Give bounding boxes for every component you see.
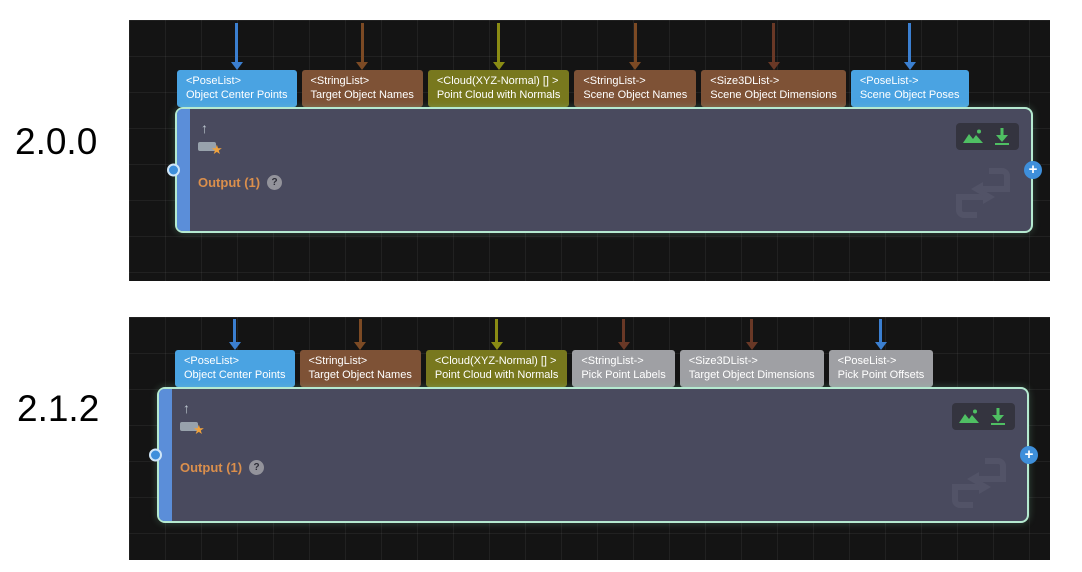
port-name: Object Center Points (186, 89, 288, 101)
input-port-tabs: <PoseList> Object Center Points <StringL… (175, 319, 934, 387)
port-tab[interactable]: <PoseList> Object Center Points (177, 23, 297, 107)
arrowhead-icon (354, 342, 367, 350)
connection-arrow (767, 23, 780, 70)
arrowhead-icon (745, 342, 758, 350)
add-port-connector[interactable]: + (1020, 446, 1038, 464)
input-port-tabs: <PoseList> Object Center Points <StringL… (177, 23, 969, 107)
port-tab[interactable]: <Size3DList-> Target Object Dimensions (679, 319, 824, 387)
port-tab[interactable]: <PoseList> Object Center Points (175, 319, 295, 387)
port-type: <Cloud(XYZ-Normal) [] > (436, 75, 559, 87)
port-name: Point Cloud with Normals (436, 89, 561, 101)
arrowhead-icon (617, 342, 630, 350)
arrowhead-icon (230, 62, 243, 70)
port-type: <PoseList-> (837, 355, 897, 367)
tray-icon (198, 142, 216, 151)
up-arrow-icon: ↑ (183, 400, 190, 416)
add-port-connector[interactable]: + (1024, 161, 1042, 179)
arrowhead-icon (767, 62, 780, 70)
node-actions (956, 123, 1019, 150)
connection-arrow (617, 319, 630, 350)
port-tab[interactable]: <PoseList-> Pick Point Offsets (828, 319, 934, 387)
port-type: <Size3DList-> (710, 75, 780, 87)
node-title: Output (1) (180, 460, 243, 475)
port-name: Target Object Dimensions (688, 369, 815, 381)
version-label-200: 2.0.0 (15, 121, 98, 162)
connection-arrow (903, 23, 916, 70)
node-editor-canvas-v200: <PoseList> Object Center Points <StringL… (129, 20, 1050, 281)
node-input-connector[interactable] (167, 163, 180, 177)
port-name: Scene Object Names (583, 89, 688, 101)
port-type: <StringList-> (581, 355, 644, 367)
arrowhead-icon (356, 62, 369, 70)
arrowhead-icon (874, 342, 887, 350)
node-left-bar (159, 389, 172, 521)
download-icon[interactable] (987, 407, 1009, 426)
port-type: <StringList> (308, 355, 368, 367)
star-icon: ★ (211, 142, 223, 157)
port-type: <Cloud(XYZ-Normal) [] > (434, 355, 557, 367)
port-name: Pick Point Offsets (837, 369, 925, 381)
port-type: <PoseList> (184, 355, 240, 367)
port-tab[interactable]: <StringList-> Scene Object Names (574, 23, 697, 107)
connection-arrow (230, 23, 243, 70)
port-tab[interactable]: <Cloud(XYZ-Normal) [] > Point Cloud with… (427, 23, 570, 107)
port-name: Object Center Points (184, 369, 286, 381)
port-name: Target Object Names (310, 89, 414, 101)
output-node[interactable]: + ↑ ★ Output (1) ? (167, 107, 1042, 233)
step-output-icon: ↑ ★ (180, 400, 216, 437)
arrowhead-icon (492, 62, 505, 70)
connection-arrow (356, 23, 369, 70)
tray-icon (180, 422, 198, 431)
port-tab[interactable]: <PoseList-> Scene Object Poses (850, 23, 969, 107)
watermark-swap-icon (947, 454, 1011, 517)
port-name: Pick Point Labels (581, 369, 666, 381)
port-tab[interactable]: <Cloud(XYZ-Normal) [] > Point Cloud with… (425, 319, 568, 387)
connection-arrow (354, 319, 367, 350)
node-title: Output (1) (198, 175, 261, 190)
node-input-connector[interactable] (149, 448, 162, 462)
arrowhead-icon (490, 342, 503, 350)
node-actions (952, 403, 1015, 430)
arrowhead-icon (903, 62, 916, 70)
help-icon[interactable]: ? (267, 175, 283, 190)
connection-arrow (490, 319, 503, 350)
port-tab[interactable]: <StringList> Target Object Names (301, 23, 423, 107)
connection-arrow (492, 23, 505, 70)
port-type: <PoseList> (186, 75, 242, 87)
output-node[interactable]: + ↑ ★ Output (1) ? (149, 387, 1038, 523)
connection-arrow (629, 23, 642, 70)
node-left-bar (177, 109, 190, 231)
port-type: <PoseList-> (859, 75, 919, 87)
star-icon: ★ (193, 422, 205, 437)
node-editor-canvas-v212: <PoseList> Object Center Points <StringL… (129, 317, 1050, 560)
port-name: Scene Object Dimensions (710, 89, 837, 101)
arrowhead-icon (228, 342, 241, 350)
port-name: Point Cloud with Normals (434, 369, 559, 381)
up-arrow-icon: ↑ (201, 120, 208, 136)
help-icon[interactable]: ? (249, 460, 265, 475)
connection-arrow (874, 319, 887, 350)
port-type: <StringList> (310, 75, 370, 87)
port-type: <StringList-> (583, 75, 646, 87)
port-tab[interactable]: <StringList> Target Object Names (299, 319, 421, 387)
connection-arrow (228, 319, 241, 350)
download-icon[interactable] (991, 127, 1013, 146)
port-tab[interactable]: <StringList-> Pick Point Labels (572, 319, 675, 387)
node-title-row: Output (1) ? (198, 175, 283, 190)
step-output-icon: ↑ ★ (198, 120, 234, 157)
image-preview-icon[interactable] (958, 407, 980, 426)
port-type: <Size3DList-> (688, 355, 758, 367)
version-label-212: 2.1.2 (17, 388, 100, 429)
port-tab[interactable]: <Size3DList-> Scene Object Dimensions (701, 23, 846, 107)
watermark-swap-icon (951, 164, 1015, 227)
connection-arrow (745, 319, 758, 350)
port-name: Target Object Names (308, 369, 412, 381)
arrowhead-icon (629, 62, 642, 70)
port-name: Scene Object Poses (859, 89, 960, 101)
node-title-row: Output (1) ? (180, 460, 265, 475)
image-preview-icon[interactable] (962, 127, 984, 146)
